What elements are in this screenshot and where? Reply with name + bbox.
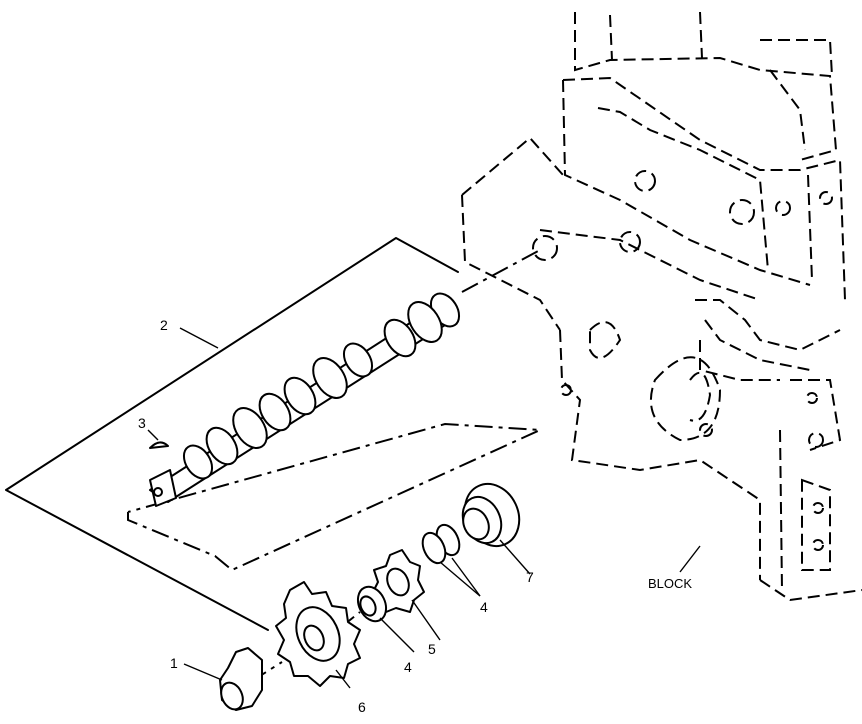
spacer-single [356, 585, 388, 623]
callout-4-single: 4 [404, 659, 412, 675]
callout-2: 2 [160, 317, 168, 333]
callouts: 2 3 1 6 4 5 4 7 BLOCK [138, 317, 692, 715]
callout-1: 1 [170, 655, 178, 671]
camshaft [149, 292, 461, 507]
callout-5: 5 [428, 641, 436, 657]
woodruff-key [149, 441, 169, 449]
engine-block [461, 11, 862, 602]
gear-hub [219, 647, 263, 711]
cam-gear [275, 581, 361, 687]
callout-6: 6 [358, 699, 366, 715]
leader-lines [147, 327, 701, 689]
assembly-brackets [5, 237, 541, 701]
callout-4-pair: 4 [480, 599, 488, 615]
block-label: BLOCK [648, 576, 692, 591]
thrust-bearing [461, 482, 521, 548]
spacer-pair [421, 523, 461, 565]
callout-7: 7 [526, 569, 534, 585]
small-gear [371, 549, 425, 613]
callout-3: 3 [138, 415, 146, 431]
camshaft-lobes [182, 292, 461, 480]
